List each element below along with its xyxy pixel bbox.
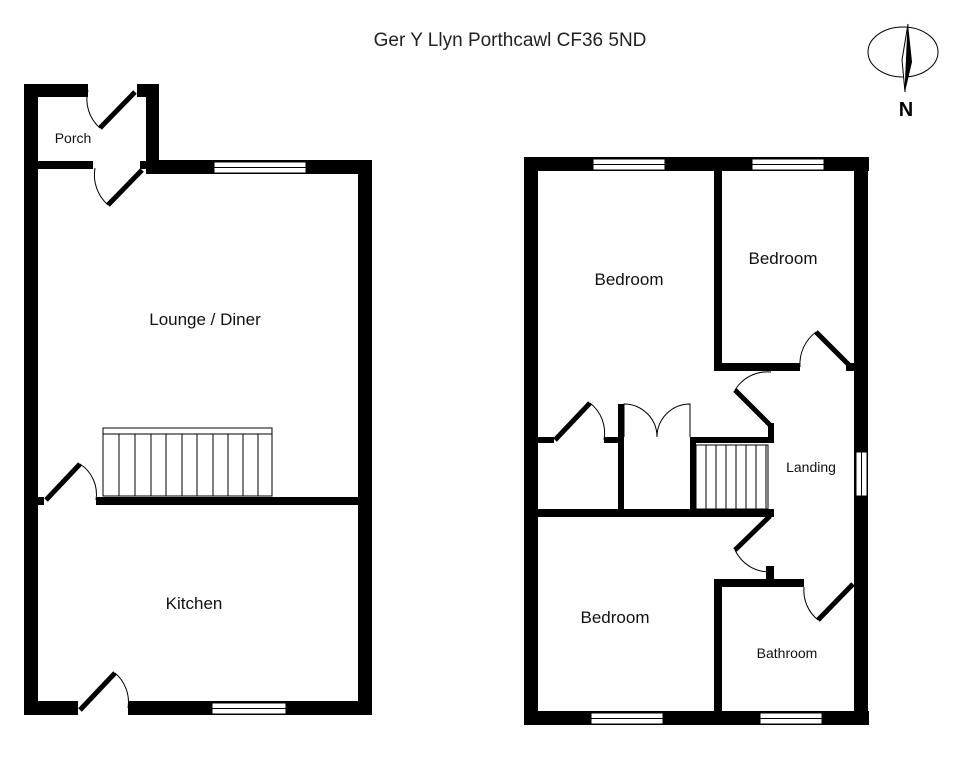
ff-left-wall: [524, 157, 538, 725]
room-label-lounge: Lounge / Diner: [149, 310, 261, 329]
room-label-bedroom-rear: Bedroom: [580, 608, 650, 627]
bathroom-door: [816, 582, 855, 622]
gf-left-wall: [24, 84, 38, 714]
kitchen-door: [44, 462, 82, 502]
plan-title: Ger Y Llyn Porthcawl CF36 5ND: [373, 30, 647, 51]
porch-bottom-wall: [38, 161, 93, 169]
ground-floor: [24, 84, 372, 715]
bathroom-left-wall: [714, 579, 722, 725]
back-door: [78, 671, 117, 712]
room-label-bathroom: Bathroom: [756, 645, 818, 661]
bedroom-front-right-door: [814, 330, 853, 369]
room-label-landing: Landing: [786, 459, 836, 475]
ff-mid-wall: [538, 509, 774, 517]
porch-front-door: [98, 90, 137, 130]
lounge-kitchen-wall: [96, 497, 372, 505]
first-floor: [524, 157, 869, 725]
porch-top-wall-left: [24, 84, 88, 97]
bedroom-divide-wall: [714, 157, 722, 371]
cupboard-door-left: [623, 403, 658, 438]
bedroom-front-left-door: [553, 401, 592, 442]
gf-bottom-wall-left: [24, 701, 78, 715]
room-label-bedroom-front-left: Bedroom: [594, 270, 664, 289]
room-label-porch: Porch: [54, 130, 92, 146]
gf-staircase: [102, 427, 273, 497]
bathroom-top-wall: [714, 579, 804, 587]
room-label-bedroom-front-right: Bedroom: [748, 249, 818, 268]
ff-staircase: [695, 444, 769, 510]
compass-north-label: N: [899, 99, 913, 121]
bedroom-rear-door: [733, 514, 772, 552]
gf-right-wall: [358, 160, 372, 715]
ff-right-wall: [854, 157, 868, 725]
porch-right-wall: [146, 84, 159, 174]
cupboard-door-right: [656, 403, 691, 438]
compass-icon: [867, 23, 939, 93]
room-label-kitchen: Kitchen: [165, 594, 223, 613]
